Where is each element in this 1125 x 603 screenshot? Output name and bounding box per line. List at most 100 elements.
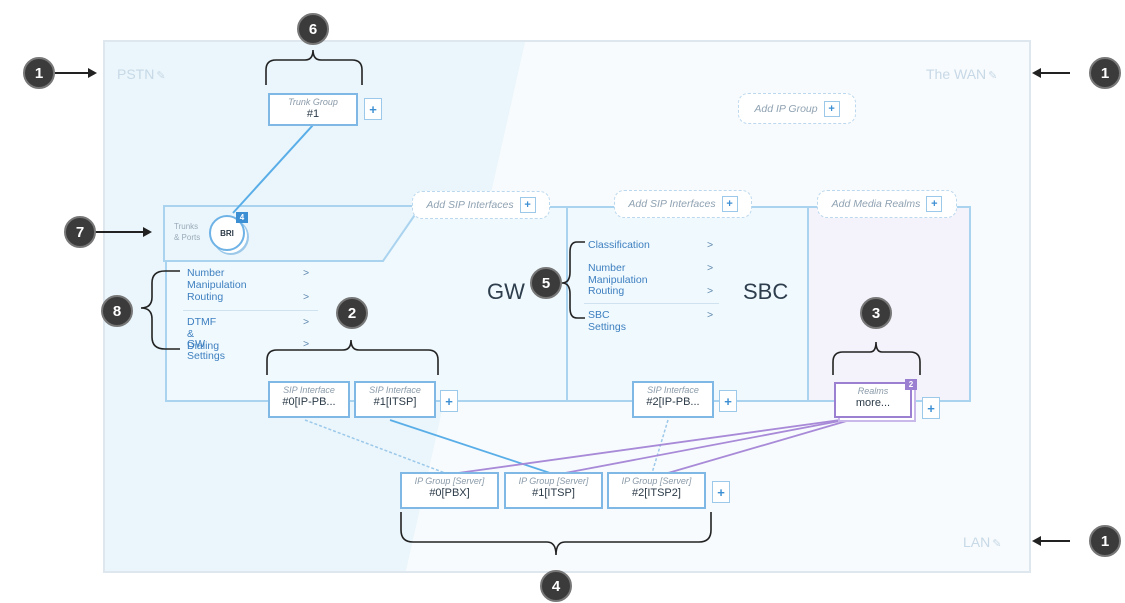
add-media-realms-button[interactable]: Add Media Realms + (817, 190, 957, 218)
add-media-realms-label: Add Media Realms (831, 198, 921, 210)
edit-pencil-icon: ✎ (988, 70, 998, 82)
callout-1-lan: 1 (1089, 525, 1121, 557)
plus-icon: + (823, 100, 840, 117)
gw-menu-gw-settings[interactable]: GW Settings (187, 338, 225, 362)
chevron-right-icon: > (707, 309, 714, 321)
ip-group-title: IP Group [Server] (518, 476, 589, 486)
brace-4 (400, 512, 712, 556)
realms-title: Realms (857, 386, 889, 396)
sbc-menu-sbc-settings[interactable]: SBC Settings (588, 309, 626, 333)
chevron-right-icon: > (303, 267, 310, 279)
plus-icon: + (721, 196, 738, 212)
wan-label-text: The WAN (926, 66, 987, 82)
brace-6 (265, 49, 363, 85)
edit-pencil-icon: ✎ (156, 70, 166, 82)
add-sip-interface-gw-button[interactable]: + (440, 390, 458, 412)
sip0-to-ipgroup0-link (304, 419, 446, 474)
sip1-to-ipgroup1-link (389, 419, 551, 474)
sip-interface-value: #1[ITSP] (373, 396, 417, 408)
sip-interface-2-box[interactable]: SIP Interface #2[IP-PB... (632, 381, 714, 418)
add-sip-interface-sbc-button[interactable]: + (719, 390, 737, 412)
lan-label-text: LAN (963, 534, 991, 550)
add-trunk-group-button[interactable]: + (364, 98, 382, 120)
menu-item-label: Number Manipulation (187, 267, 247, 291)
pstn-zone-label[interactable]: PSTN✎ (117, 66, 166, 82)
chevron-right-icon: > (303, 316, 310, 328)
plus-icon: + (926, 196, 943, 212)
gw-menu-routing[interactable]: Routing (187, 291, 223, 303)
sbc-menu-routing[interactable]: Routing (588, 285, 624, 297)
add-sip-interfaces-sbc-button[interactable]: Add SIP Interfaces + (614, 190, 752, 218)
gw-menu-number-manipulation[interactable]: Number Manipulation (187, 267, 247, 291)
ip-group-value: #1[ITSP] (532, 487, 575, 499)
add-sip-interfaces-gw-button[interactable]: Add SIP Interfaces + (412, 191, 550, 219)
menu-item-label: Number Manipulation (588, 262, 648, 286)
gw-menu-dtmf-dialing[interactable]: DTMF & Dialing (187, 316, 219, 352)
callout-4: 4 (540, 570, 572, 602)
ip-group-title: IP Group [Server] (414, 476, 485, 486)
trunk-group-title: Trunk Group (288, 97, 338, 107)
trunks-ports-label: Trunks & Ports (174, 221, 200, 243)
bri-count-badge: 4 (236, 212, 248, 223)
gw-menu-divider (183, 310, 318, 311)
ip-group-0-box[interactable]: IP Group [Server] #0[PBX] (400, 472, 499, 509)
brace-3 (832, 341, 921, 375)
add-realm-button[interactable]: + (922, 397, 940, 419)
edit-pencil-icon: ✎ (992, 538, 1002, 550)
callout-7: 7 (64, 216, 96, 248)
ip-group-value: #0[PBX] (429, 487, 470, 499)
callout-5: 5 (530, 267, 562, 299)
sip-interface-value: #2[IP-PB... (646, 396, 700, 408)
sip-interface-title: SIP Interface (369, 385, 421, 395)
callout-1-wan: 1 (1089, 57, 1121, 89)
pstn-label-text: PSTN (117, 66, 155, 82)
menu-item-label: Classification (588, 239, 650, 251)
chevron-right-icon: > (303, 338, 310, 350)
sbc-realm-divider (807, 208, 809, 400)
sip-interface-title: SIP Interface (283, 385, 335, 395)
chevron-right-icon: > (707, 239, 714, 251)
realm-to-ipgroup1-link (564, 419, 846, 474)
menu-item-label: SBC Settings (588, 309, 626, 333)
realms-box[interactable]: Realms more... (834, 382, 912, 418)
ip-group-title: IP Group [Server] (621, 476, 692, 486)
trunk-group-value: #1 (306, 108, 320, 120)
trunks-ports-line2: & Ports (174, 233, 201, 242)
chevron-right-icon: > (303, 291, 310, 303)
callout-3: 3 (860, 297, 892, 329)
ip-group-value: #2[ITSP2] (632, 487, 681, 499)
add-ip-group-label: Add IP Group (754, 102, 818, 115)
ip-group-1-box[interactable]: IP Group [Server] #1[ITSP] (504, 472, 603, 509)
sbc-menu-classification[interactable]: Classification (588, 239, 650, 251)
brace-5 (561, 241, 585, 319)
menu-item-label: GW Settings (187, 338, 225, 362)
sbc-menu-number-manipulation[interactable]: Number Manipulation (588, 262, 648, 286)
add-sip-interfaces-sbc-label: Add SIP Interfaces (628, 198, 716, 210)
add-ip-group-lan-button[interactable]: + (712, 481, 730, 503)
add-sip-interfaces-gw-label: Add SIP Interfaces (426, 199, 514, 211)
callout-1-pstn: 1 (23, 57, 55, 89)
callout-6: 6 (297, 13, 329, 45)
menu-item-label: Routing (187, 291, 224, 303)
realm-to-ipgroup0-link (457, 419, 841, 474)
sip2-to-ipgroup2-link (651, 419, 669, 474)
wan-zone-label[interactable]: The WAN✎ (926, 66, 997, 82)
bri-label: BRI (220, 228, 234, 238)
realms-value: more... (855, 397, 891, 409)
brace-2 (266, 339, 439, 375)
sbc-menu-divider (584, 303, 719, 304)
sip-interface-0-box[interactable]: SIP Interface #0[IP-PB... (268, 381, 350, 418)
trunks-ports-line1: Trunks (174, 222, 199, 231)
trunk-to-bri-link (232, 124, 314, 214)
callout-8: 8 (101, 295, 133, 327)
sip-interface-1-box[interactable]: SIP Interface #1[ITSP] (354, 381, 436, 418)
trunk-group-box[interactable]: Trunk Group #1 (268, 93, 358, 126)
sip-interface-value: #0[IP-PB... (282, 396, 336, 408)
brace-8 (140, 270, 180, 350)
add-ip-group-button[interactable]: Add IP Group + (738, 93, 856, 124)
ip-group-2-box[interactable]: IP Group [Server] #2[ITSP2] (607, 472, 706, 509)
gw-sbc-divider (566, 208, 568, 400)
lan-zone-label[interactable]: LAN✎ (963, 534, 1001, 550)
realm-to-ipgroup2-link (667, 419, 851, 474)
